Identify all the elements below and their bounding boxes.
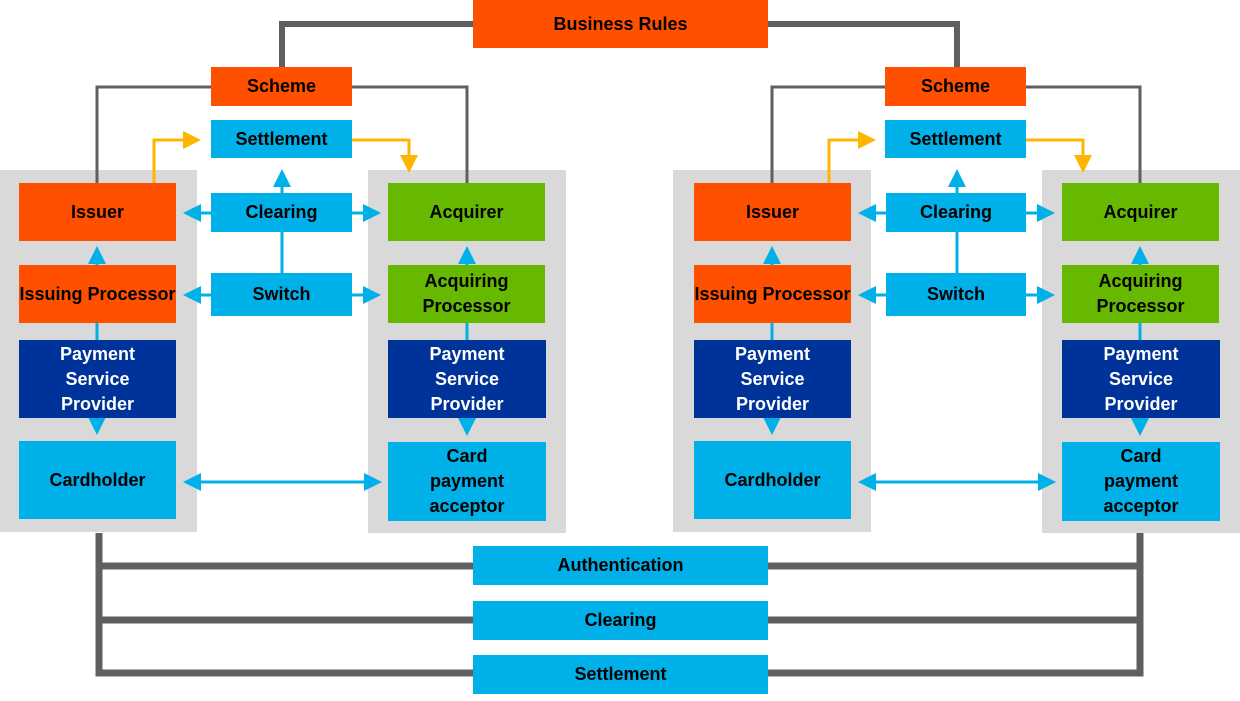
settlement-box-2: Settlement xyxy=(885,120,1026,158)
switch-box-2: Switch xyxy=(886,273,1026,316)
issuer-psp-box-1: Payment Service Provider xyxy=(19,340,176,418)
acquiring-processor-box-2: Acquiring Processor xyxy=(1062,265,1219,323)
issuing-processor-box-1: Issuing Processor xyxy=(19,265,176,323)
cardholder-box-1: Cardholder xyxy=(19,441,176,519)
clearing-box-2: Clearing xyxy=(886,193,1026,232)
scheme-box-1: Scheme xyxy=(211,67,352,106)
issuer-box-2: Issuer xyxy=(694,183,851,241)
scheme-acquirer-link-2 xyxy=(1026,85,1142,183)
switch-box-1: Switch xyxy=(211,273,352,316)
settlement-arrow-out-2 xyxy=(1026,138,1092,173)
acquirer-psp-box-2: Payment Service Provider xyxy=(1062,340,1220,418)
scheme-issuer-link-1 xyxy=(95,85,211,183)
issuer-box-1: Issuer xyxy=(19,183,176,241)
issuing-processor-box-2: Issuing Processor xyxy=(694,265,851,323)
bottom-bus-right xyxy=(768,533,1144,677)
issuer-psp-box-2: Payment Service Provider xyxy=(694,340,851,418)
scheme-issuer-link-2 xyxy=(770,85,885,183)
settlement-arrow-out-1 xyxy=(352,138,418,173)
business-rules-link-right xyxy=(768,21,960,67)
card-payment-acceptor-box-2: Card payment acceptor xyxy=(1062,442,1220,521)
settlement-arrow-in-1 xyxy=(152,131,201,183)
interlink-settlement-box: Settlement xyxy=(473,655,768,694)
acquirer-psp-box-1: Payment Service Provider xyxy=(388,340,546,418)
interlink-clearing-box: Clearing xyxy=(473,601,768,640)
acquirer-box-1: Acquirer xyxy=(388,183,545,241)
settlement-box-1: Settlement xyxy=(211,120,352,158)
scheme-acquirer-link-1 xyxy=(352,85,469,183)
clearing-box-1: Clearing xyxy=(211,193,352,232)
acquiring-processor-box-1: Acquiring Processor xyxy=(388,265,545,323)
scheme-box-2: Scheme xyxy=(885,67,1026,106)
acquirer-box-2: Acquirer xyxy=(1062,183,1219,241)
authentication-box: Authentication xyxy=(473,546,768,585)
bottom-bus-left xyxy=(95,533,473,677)
business-rules-box: Business Rules xyxy=(473,0,768,48)
settlement-arrow-in-2 xyxy=(827,131,876,183)
card-payment-acceptor-box-1: Card payment acceptor xyxy=(388,442,546,521)
cardholder-box-2: Cardholder xyxy=(694,441,851,519)
business-rules-link-left xyxy=(279,21,473,67)
